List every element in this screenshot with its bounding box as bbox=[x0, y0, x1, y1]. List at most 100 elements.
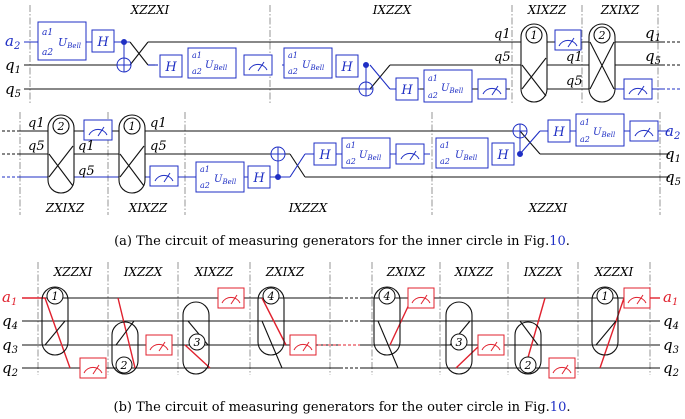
svg-text:q4: q4 bbox=[663, 312, 679, 332]
cnot-gate bbox=[358, 62, 374, 97]
hadamard-gate: H bbox=[91, 29, 115, 53]
swap-gate bbox=[118, 114, 146, 194]
measurement-meter bbox=[243, 54, 273, 76]
left-wire-labels: a2 q1 q5 bbox=[5, 32, 21, 100]
svg-text:q1: q1 bbox=[28, 116, 45, 131]
svg-text:H: H bbox=[400, 83, 413, 98]
swap-index: 2 bbox=[57, 120, 65, 133]
ubell-dagger-gate: a1 a2 UBell bbox=[423, 69, 473, 103]
svg-text:3: 3 bbox=[456, 336, 463, 349]
panel-b: XZZXI IXZZX XIXZZ ZXIXZ ZXIXZ XIXZZ IXZZ… bbox=[2, 262, 679, 379]
svg-text:XZZXI: XZZXI bbox=[594, 265, 634, 279]
ubell-gate bbox=[37, 21, 87, 61]
svg-text:ZXIXZ: ZXIXZ bbox=[265, 265, 305, 279]
svg-text:H: H bbox=[96, 35, 109, 50]
hadamard-gate: H bbox=[395, 77, 419, 101]
svg-text:a2: a2 bbox=[288, 67, 298, 76]
measurement-meter bbox=[83, 119, 113, 141]
svg-text:4: 4 bbox=[383, 290, 391, 303]
svg-text:XIXZZ: XIXZZ bbox=[128, 201, 168, 215]
swap-index-circles bbox=[46, 287, 614, 374]
svg-text:q5: q5 bbox=[28, 139, 45, 154]
ubell-gate: a1 a2 UBell bbox=[195, 161, 245, 193]
cnot-gate bbox=[512, 123, 528, 157]
section-label: XIXZZ bbox=[527, 3, 567, 17]
left-wire-labels: a1 q4 q3 q2 bbox=[2, 288, 18, 379]
svg-text:H: H bbox=[164, 60, 177, 75]
svg-text:q1: q1 bbox=[150, 116, 167, 131]
svg-text:a2: a2 bbox=[346, 157, 356, 166]
wires bbox=[24, 41, 662, 90]
svg-text:XZZXI: XZZXI bbox=[528, 201, 568, 215]
measurement-meter bbox=[407, 287, 435, 309]
svg-text:2: 2 bbox=[524, 359, 532, 372]
svg-text:a1: a1 bbox=[428, 74, 438, 83]
caption-b: (b) The circuit of measuring generators … bbox=[114, 400, 571, 415]
svg-text:q2: q2 bbox=[2, 359, 18, 379]
swap-index: 1 bbox=[531, 29, 538, 42]
svg-text:q1: q1 bbox=[665, 145, 681, 165]
measurement-meter bbox=[395, 143, 425, 165]
svg-text:3: 3 bbox=[194, 336, 201, 349]
svg-text:UBell: UBell bbox=[441, 83, 463, 95]
ubell-dagger-gate: a1 a2 UBell bbox=[187, 47, 237, 79]
svg-text:ZXIXZ: ZXIXZ bbox=[386, 265, 426, 279]
caption-a: (a) The circuit of measuring generators … bbox=[114, 234, 570, 249]
right-wire-labels: a2 q1 q5 bbox=[665, 122, 681, 188]
mid-wire-labels: q1 q5 q1 q5 q1 q5 bbox=[28, 116, 167, 179]
swap-gate bbox=[47, 114, 75, 194]
measurement-meters bbox=[79, 287, 651, 379]
section-label: IXZZX bbox=[372, 3, 412, 17]
wire-continuation bbox=[662, 41, 680, 66]
swap-gates bbox=[41, 286, 619, 375]
svg-text:a2: a2 bbox=[200, 181, 210, 190]
hadamard-gate: H bbox=[547, 119, 571, 143]
svg-text:UBell: UBell bbox=[455, 150, 477, 162]
svg-text:UBell: UBell bbox=[205, 60, 227, 72]
wire-continuation bbox=[2, 130, 20, 155]
svg-text:a1: a1 bbox=[200, 165, 210, 174]
ubell-dagger-gate: a1 a2 UBell bbox=[341, 137, 391, 169]
svg-text:q2: q2 bbox=[663, 359, 679, 379]
svg-text:UBell: UBell bbox=[302, 60, 324, 72]
svg-text:a1: a1 bbox=[346, 141, 356, 150]
ubell-gate: a1 a2 UBell bbox=[283, 47, 333, 79]
measurement-meter bbox=[548, 357, 576, 379]
mid-wire-labels: q1 q5 q1 q5 bbox=[494, 27, 583, 89]
section-labels: XZZXI IXZZX XIXZZ ZXIXZ bbox=[130, 3, 640, 17]
measurement-meter bbox=[79, 357, 107, 379]
svg-text:4: 4 bbox=[267, 290, 275, 303]
svg-text:H: H bbox=[340, 60, 353, 75]
svg-text:a1: a1 bbox=[663, 288, 678, 308]
svg-text:UBell: UBell bbox=[593, 127, 615, 139]
svg-text:q5: q5 bbox=[566, 74, 583, 89]
measurement-meter bbox=[149, 165, 179, 187]
svg-text:q5: q5 bbox=[78, 164, 95, 179]
svg-text:2: 2 bbox=[120, 359, 128, 372]
svg-text:a1: a1 bbox=[440, 141, 450, 150]
wire-label-q5: q5 bbox=[5, 80, 21, 100]
measurement-meter bbox=[477, 334, 505, 356]
svg-text:UBell: UBell bbox=[214, 174, 236, 186]
ubell-dagger-gate: a1 a2 UBell bbox=[575, 113, 625, 147]
svg-text:H: H bbox=[252, 171, 265, 186]
section-label: ZXIXZ bbox=[600, 3, 640, 17]
wire-label-q1: q1 bbox=[5, 56, 21, 76]
svg-text:a2: a2 bbox=[428, 91, 438, 100]
svg-text:a1: a1 bbox=[192, 51, 202, 60]
svg-text:q5: q5 bbox=[645, 47, 661, 67]
svg-text:IXZZX: IXZZX bbox=[123, 265, 163, 279]
measurement-meter bbox=[289, 334, 317, 356]
svg-text:q5: q5 bbox=[150, 139, 167, 154]
svg-text:a1: a1 bbox=[580, 118, 590, 127]
svg-text:a1: a1 bbox=[42, 28, 53, 38]
svg-text:XIXZZ: XIXZZ bbox=[454, 265, 494, 279]
svg-text:IXZZX: IXZZX bbox=[523, 265, 563, 279]
section-labels: XZZXI IXZZX XIXZZ ZXIXZ ZXIXZ XIXZZ IXZZ… bbox=[53, 265, 634, 279]
svg-text:a2: a2 bbox=[42, 48, 53, 58]
svg-text:a2: a2 bbox=[440, 157, 450, 166]
measurement-meter bbox=[547, 29, 590, 51]
svg-text:XIXZZ: XIXZZ bbox=[194, 265, 234, 279]
hadamard-gate: H bbox=[335, 54, 359, 78]
section-label: XZZXI bbox=[130, 3, 170, 17]
